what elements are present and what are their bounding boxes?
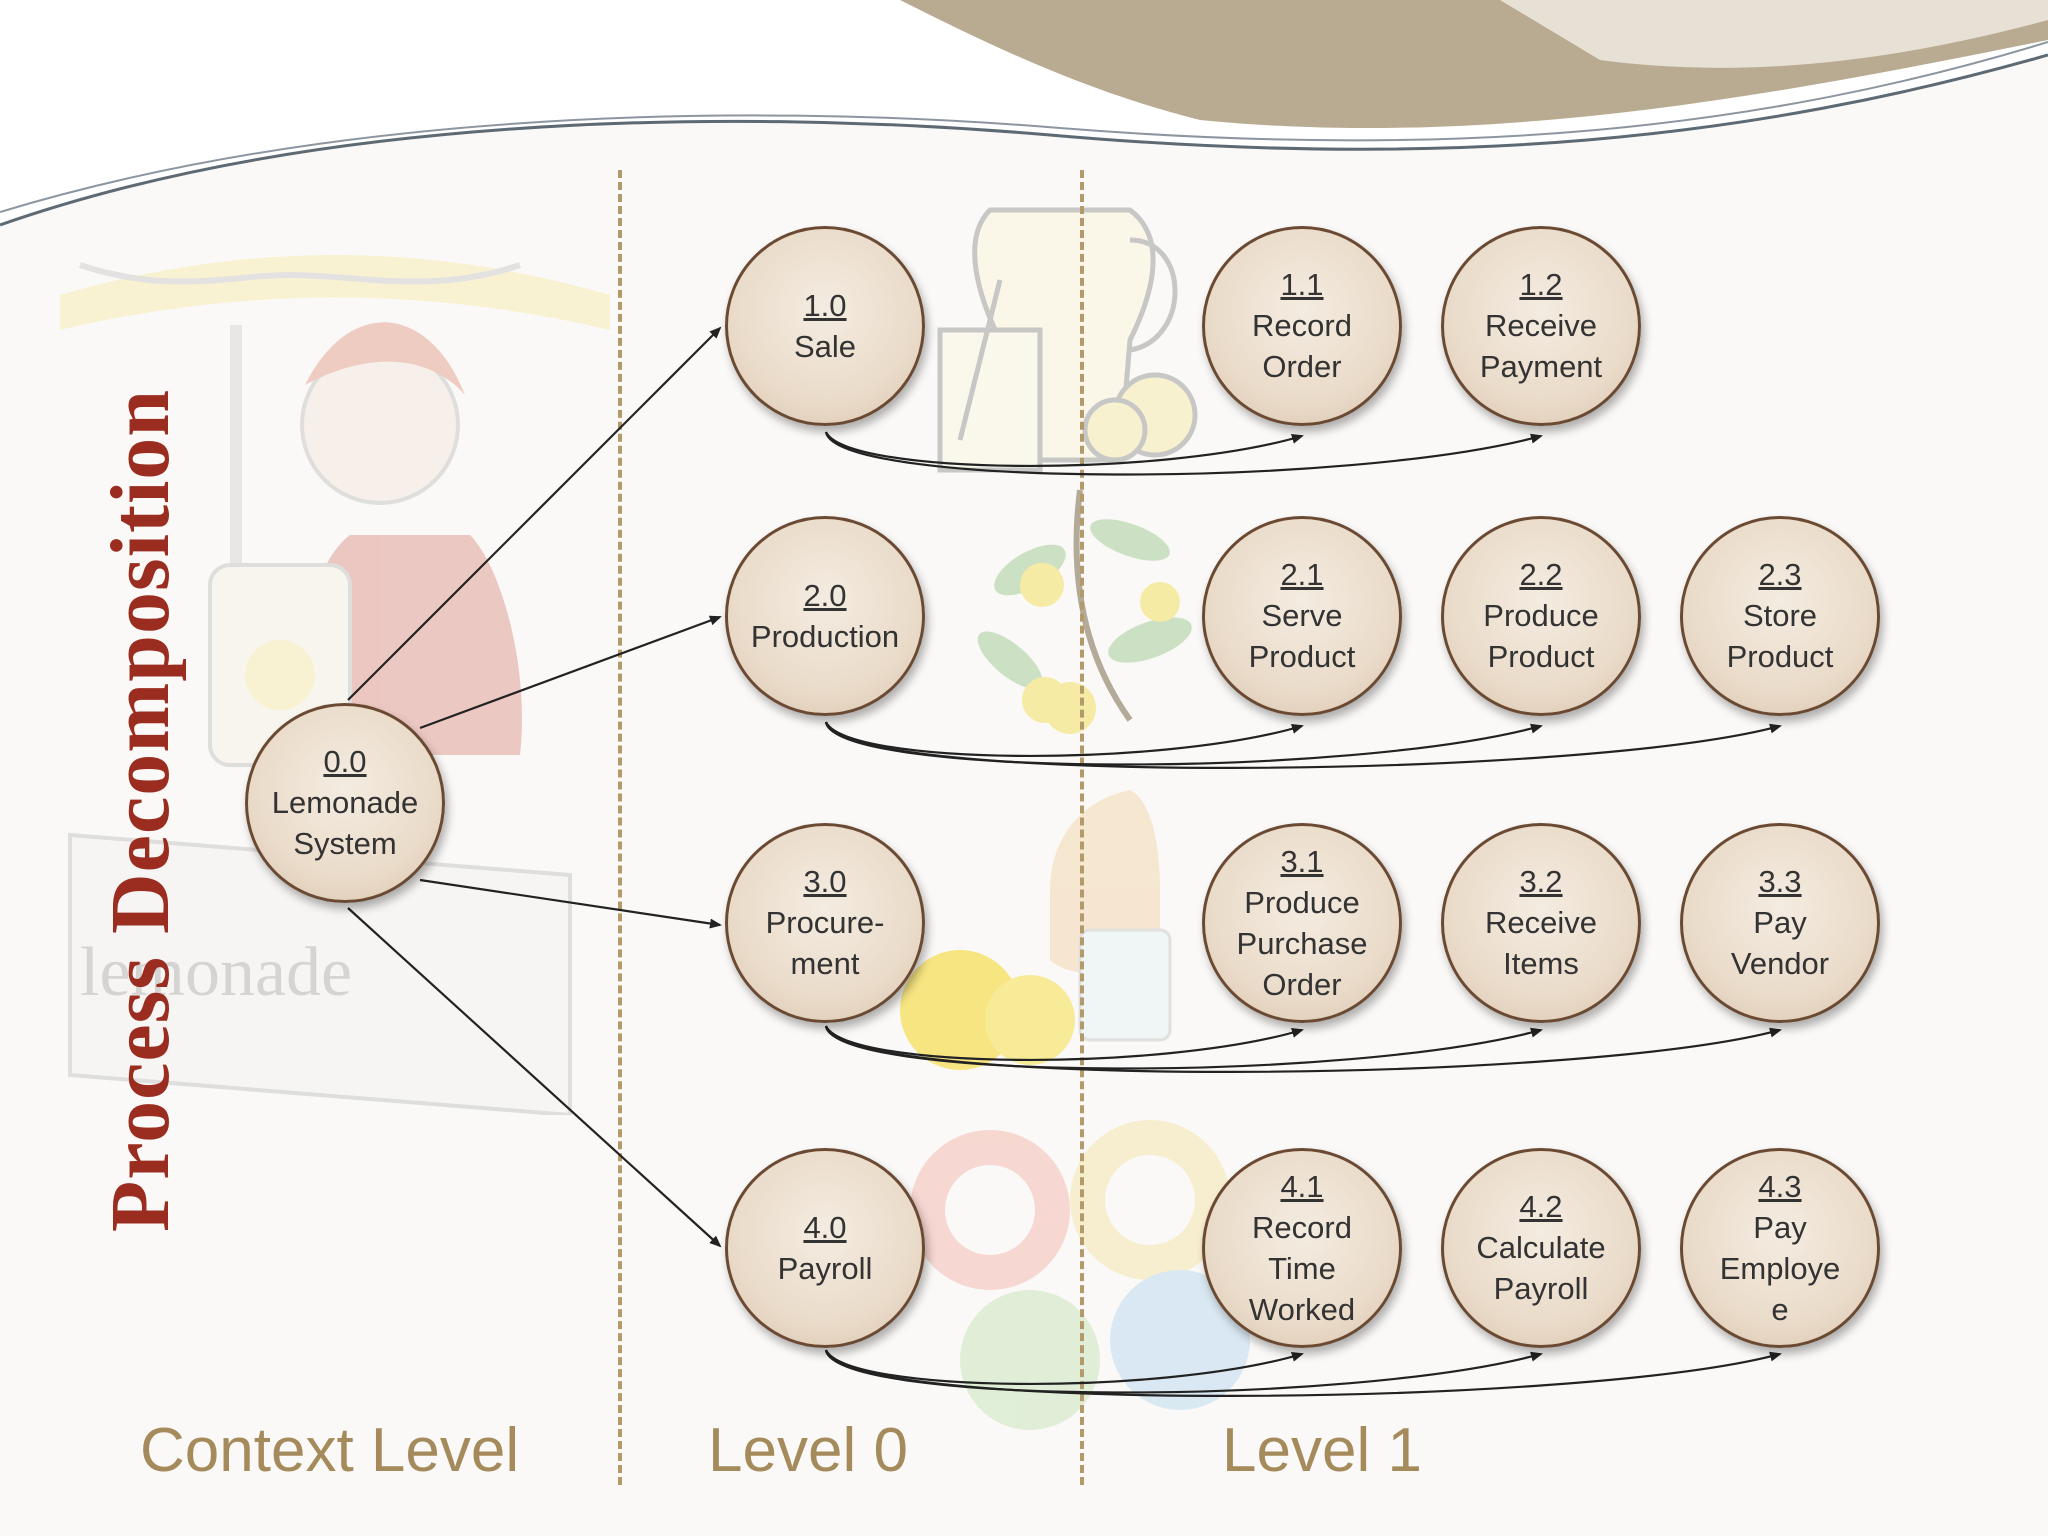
flow-1-to-1-2 [824,431,1543,476]
process-label: Sale [793,328,857,364]
process-4-0[interactable]: 4.0 Payroll [725,1148,925,1348]
flow-3-to-3-1 [824,1025,1304,1062]
divider-level0-level1 [1080,170,1084,1485]
flow-3-to-3-3 [824,1025,1782,1073]
flow-0-to-2 [419,615,722,730]
process-label: Record Time Worked [1248,1209,1356,1327]
process-id: 3.0 [803,864,847,899]
process-4-3[interactable]: 4.3 Pay Employe e [1680,1148,1880,1348]
process-id: 3.1 [1280,843,1324,879]
process-id: 4.3 [1758,1168,1802,1204]
process-1-0[interactable]: 1.0 Sale [725,226,925,426]
flow-4-to-4-3 [824,1349,1782,1397]
process-id: 2.1 [1280,557,1324,592]
process-label: Produce Purchase Order [1236,884,1368,1002]
process-label: Pay Vendor [1730,905,1830,981]
level-1-label: Level 1 [1222,1416,1422,1485]
process-1-2[interactable]: 1.2 Receive Payment [1441,226,1641,426]
process-id: 4.0 [803,1209,847,1245]
process-2-2[interactable]: 2.2 Produce Product [1441,516,1641,716]
gears-illustration [910,1120,1250,1430]
process-label: Record Order [1252,308,1352,384]
process-3-3[interactable]: 3.3 Pay Vendor [1680,823,1880,1023]
process-id: 0.0 [323,744,367,779]
process-label: Payroll [777,1250,873,1286]
process-label: Produce Product [1483,598,1599,674]
process-label: Procure- ment [765,905,885,981]
process-id: 2.3 [1758,557,1802,592]
process-label: Pay Employe e [1719,1209,1841,1327]
process-4-1[interactable]: 4.1 Record Time Worked [1202,1148,1402,1348]
flow-0-to-3 [419,878,722,929]
process-label: Production [750,618,900,654]
pitcher-illustration [937,207,1198,473]
process-3-1[interactable]: 3.1 Produce Purchase Order [1202,823,1402,1023]
process-id: 4.2 [1519,1189,1563,1224]
process-2-0[interactable]: 2.0 Production [725,516,925,716]
process-id: 1.0 [803,287,847,323]
process-label: Serve Product [1248,598,1356,674]
process-3-0[interactable]: 3.0 Procure- ment [725,823,925,1023]
flow-0-to-4 [347,907,722,1248]
process-id: 2.2 [1519,557,1563,592]
lemon-branch-illustration [977,489,1192,734]
process-1-1[interactable]: 1.1 Record Order [1202,226,1402,426]
flow-2-to-2-2 [824,721,1543,766]
process-label: Receive Payment [1479,308,1603,384]
process-label: Store Product [1726,598,1834,674]
process-id: 1.1 [1280,267,1324,302]
process-label: Calculate Payroll [1476,1230,1606,1306]
process-id: 3.2 [1519,864,1563,899]
ingredients-illustration [900,790,1172,1070]
flow-2-to-2-1 [824,721,1304,758]
context-level-label: Context Level [140,1416,520,1485]
flow-3-to-3-2 [824,1025,1543,1070]
process-2-1[interactable]: 2.1 Serve Product [1202,516,1402,716]
process-id: 3.3 [1758,864,1802,899]
process-3-2[interactable]: 3.2 Receive Items [1441,823,1641,1023]
flow-2-to-2-3 [824,721,1782,769]
divider-context-level0 [618,170,622,1485]
process-id: 4.1 [1280,1168,1324,1204]
flow-4-to-4-2 [824,1349,1543,1394]
level-0-label: Level 0 [708,1416,908,1485]
process-label: Lemonade System [271,785,419,861]
svg-text:lemonade: lemonade [80,934,352,1011]
header-swoosh [0,0,2048,227]
process-id: 2.0 [803,577,847,613]
process-2-3[interactable]: 2.3 Store Product [1680,516,1880,716]
flow-0-to-1 [347,326,722,701]
flow-4-to-4-1 [824,1349,1304,1386]
process-4-2[interactable]: 4.2 Calculate Payroll [1441,1148,1641,1348]
process-label: Receive Items [1485,905,1597,981]
process-id: 1.2 [1519,267,1563,302]
flow-1-to-1-1 [824,431,1304,468]
process-0-0[interactable]: 0.0 Lemonade System [245,703,445,903]
